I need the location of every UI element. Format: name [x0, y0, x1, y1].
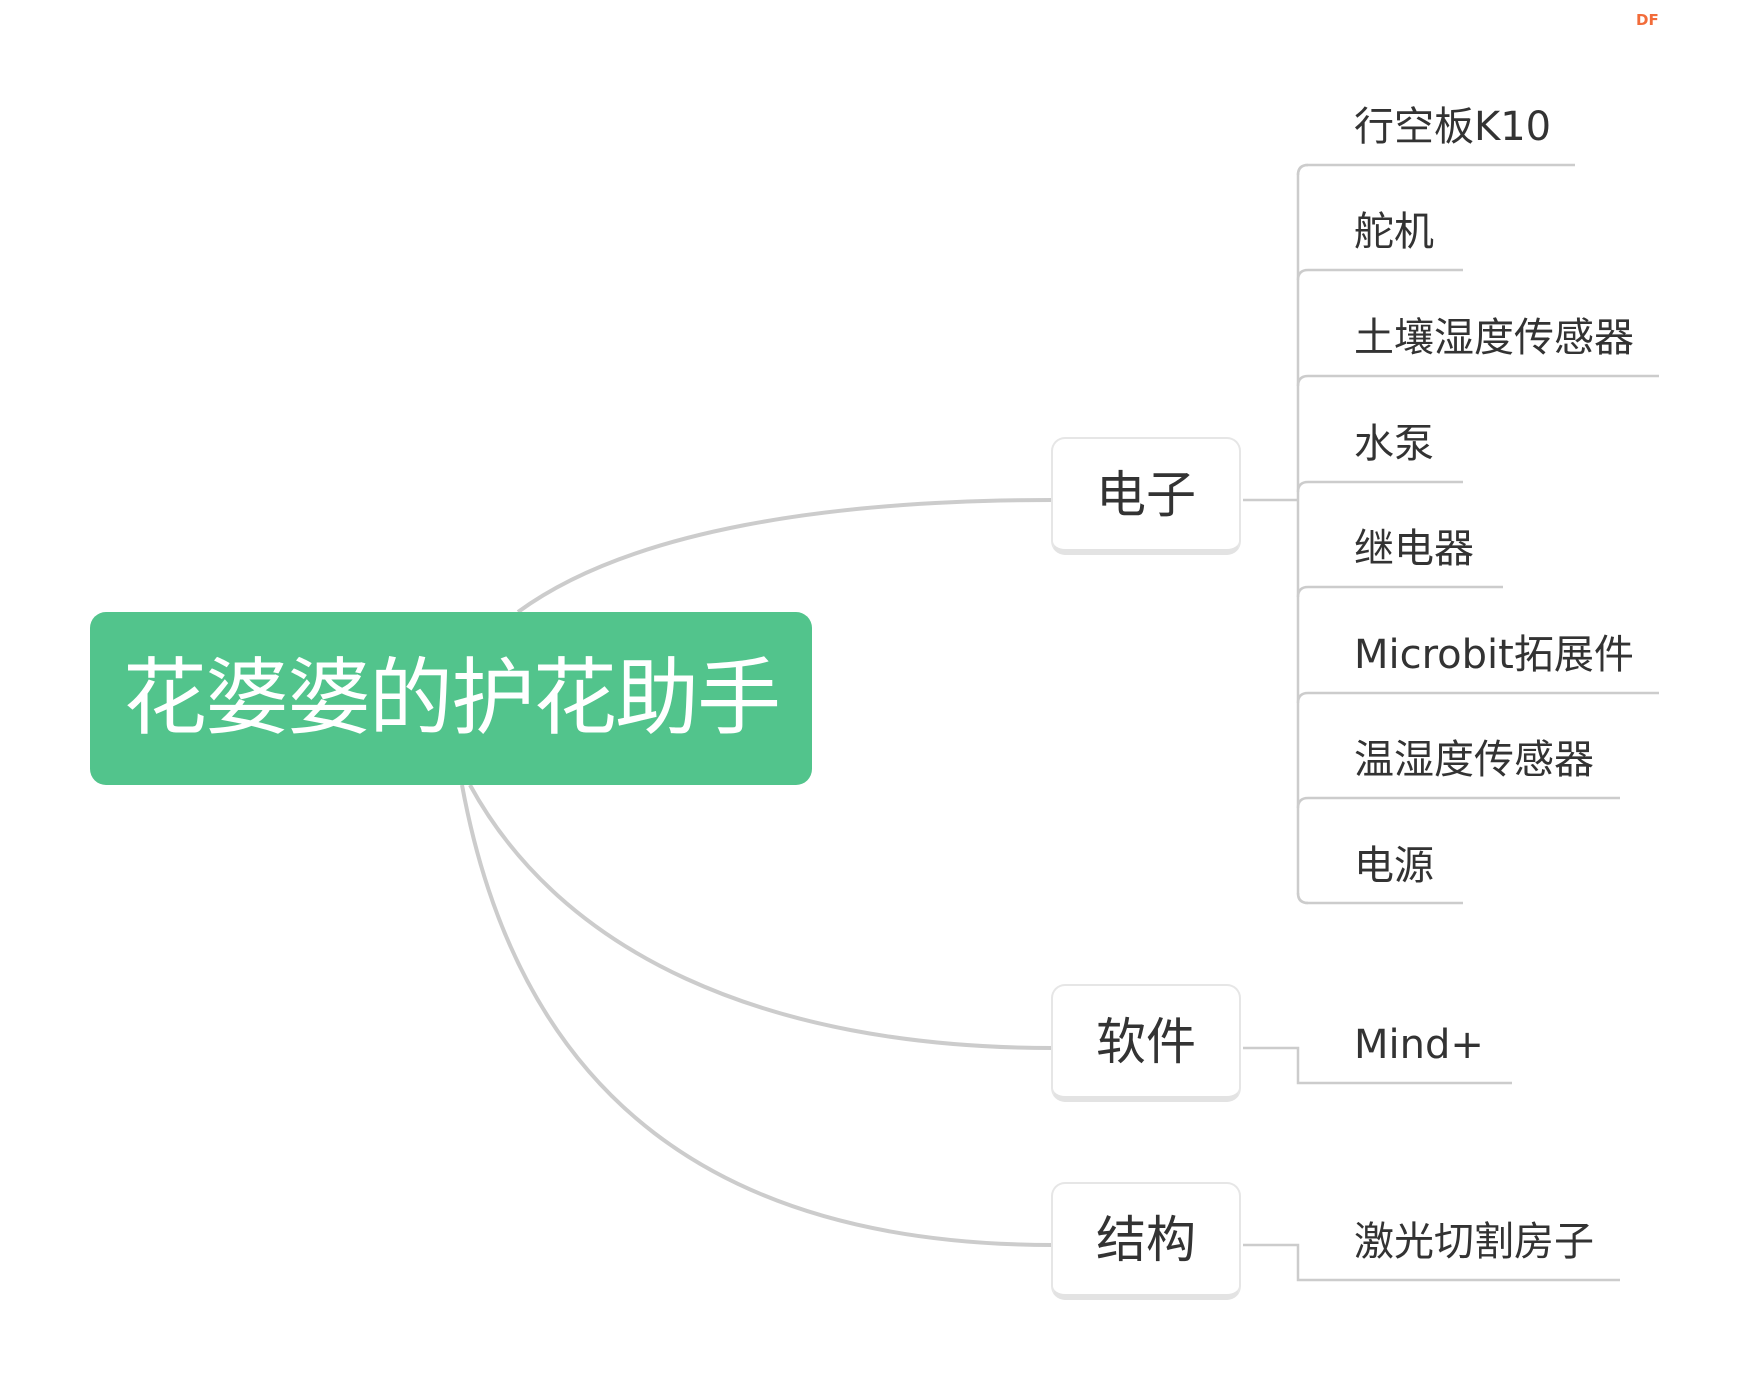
- branch-topic-software[interactable]: 软件: [1051, 984, 1241, 1102]
- root-topic[interactable]: 花婆婆的护花助手: [90, 612, 812, 785]
- underline-leaf-5: [1296, 585, 1503, 598]
- underline-leaf-6: [1296, 691, 1659, 704]
- underline-leaf-8: [1296, 892, 1463, 905]
- leaf-topic[interactable]: Microbit拓展件: [1354, 632, 1634, 678]
- connector-structure-leaf: [1243, 1243, 1620, 1282]
- underline-leaf-7: [1296, 796, 1620, 809]
- connector-root-electronics: [516, 498, 1054, 614]
- brand-logo: DF: [1636, 11, 1659, 29]
- underline-leaf-4: [1296, 480, 1463, 493]
- leaf-topic[interactable]: 电源: [1354, 843, 1434, 889]
- branch-topic-electronics[interactable]: 电子: [1051, 437, 1241, 555]
- leaf-topic[interactable]: 继电器: [1354, 526, 1474, 572]
- leaf-topic[interactable]: 舵机: [1354, 209, 1434, 255]
- leaf-topic[interactable]: Mind+: [1354, 1022, 1484, 1068]
- underline-leaf-1: [1296, 163, 1575, 176]
- leaf-topic[interactable]: 行空板K10: [1354, 104, 1552, 150]
- underline-leaf-2: [1296, 268, 1463, 281]
- connector-root-software: [468, 784, 1054, 1050]
- connector-root-structure: [460, 784, 1054, 1247]
- underline-leaf-3: [1296, 374, 1659, 387]
- leaf-topic[interactable]: 土壤湿度传感器: [1354, 315, 1634, 361]
- leaf-topic[interactable]: 激光切割房子: [1354, 1219, 1594, 1265]
- leaf-topic[interactable]: 温湿度传感器: [1354, 737, 1594, 783]
- branch-topic-structure[interactable]: 结构: [1051, 1182, 1241, 1300]
- connector-software-leaf: [1243, 1046, 1512, 1085]
- leaf-topic[interactable]: 水泵: [1354, 421, 1434, 467]
